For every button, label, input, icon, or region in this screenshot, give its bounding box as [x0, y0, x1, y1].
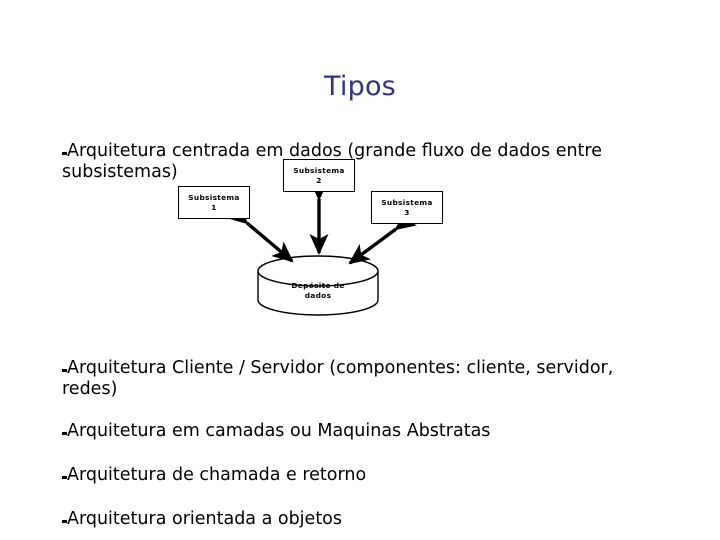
node-subsistema-3: Subsistema 3	[371, 191, 443, 224]
bullet-text-0: Arquitetura centrada em dados (grande fl…	[62, 141, 602, 182]
node-subsistema-1: Subsistema 1	[178, 186, 250, 219]
bullet-text-3: Arquitetura de chamada e retorno	[67, 465, 367, 485]
page-title: Tipos	[324, 71, 396, 102]
bullet-text-1: Arquitetura Cliente / Servidor (componen…	[62, 358, 614, 399]
bullet-text-2: Arquitetura em camadas ou Maquinas Abstr…	[67, 421, 491, 441]
connector-sub1-repo	[226, 203, 294, 263]
bullet-item-4: Arquitetura orientada a objetos	[62, 488, 622, 530]
bullet-text-4: Arquitetura orientada a objetos	[67, 509, 343, 529]
square-bullet-icon	[62, 476, 67, 479]
data-repository-cylinder	[257, 255, 379, 316]
square-bullet-icon	[62, 152, 67, 155]
node-repository-label: Depósito de dados	[291, 281, 345, 300]
square-bullet-icon	[62, 520, 67, 523]
square-bullet-icon	[62, 369, 67, 372]
bullet-item-1: Arquitetura Cliente / Servidor (componen…	[62, 337, 622, 400]
bullet-item-3: Arquitetura de chamada e retorno	[62, 444, 622, 486]
node-subsistema-3-label: Subsistema 3	[381, 198, 433, 217]
connector-sub3-repo	[348, 210, 417, 265]
bullet-item-0: Arquitetura centrada em dados (grande fl…	[62, 120, 622, 183]
bullet-item-2: Arquitetura em camadas ou Maquinas Abstr…	[62, 400, 622, 442]
square-bullet-icon	[62, 432, 67, 435]
node-subsistema-1-label: Subsistema 1	[188, 193, 240, 212]
